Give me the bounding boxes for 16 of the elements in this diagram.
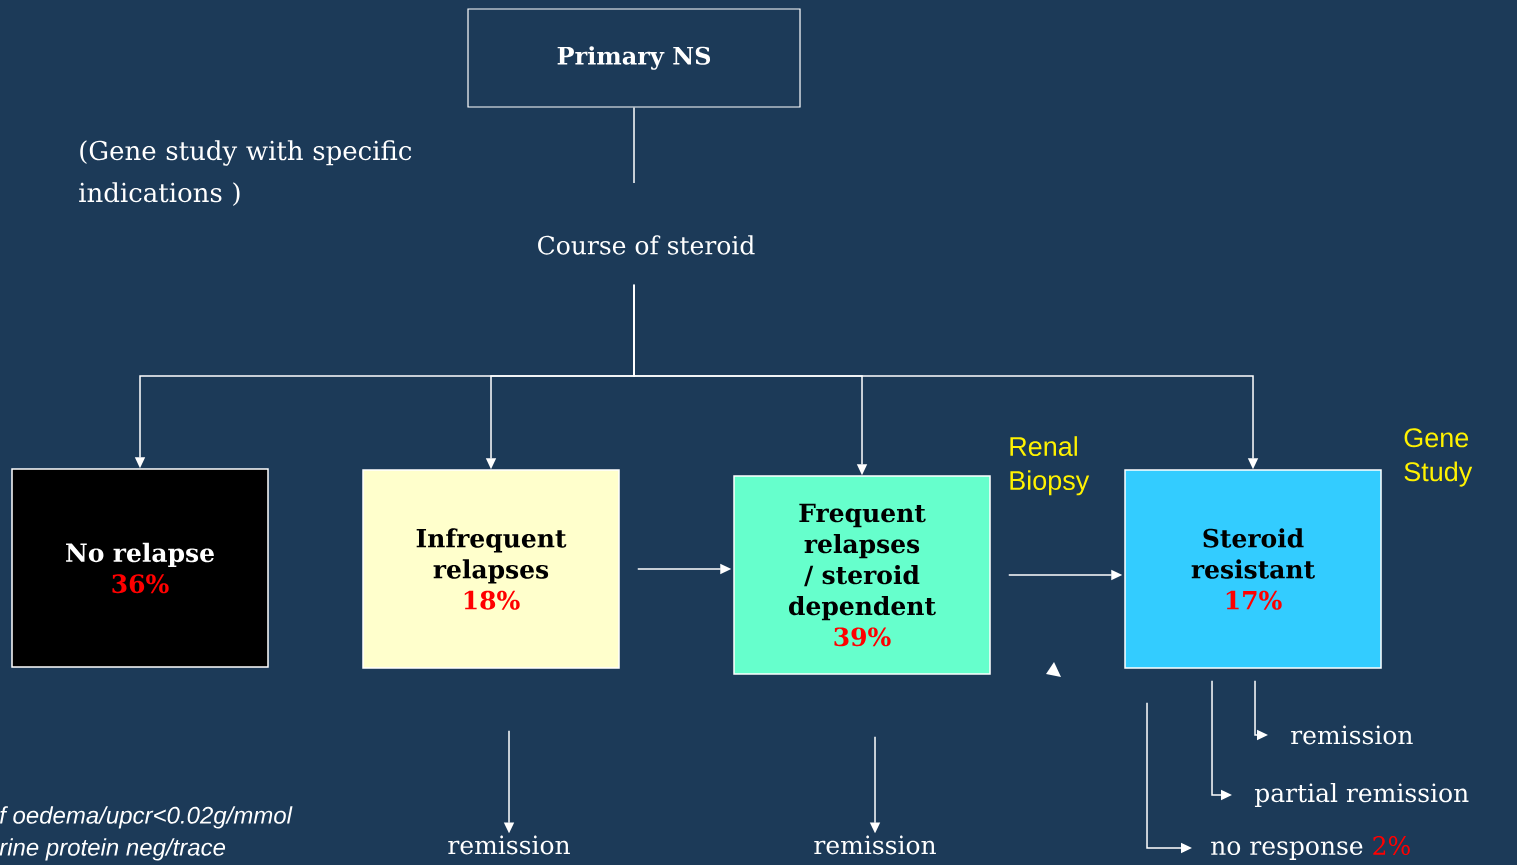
- outlined-box: Primary NS: [467, 8, 801, 108]
- note-text: Renal Biopsy: [1010, 436, 1090, 496]
- category-box: Infrequent relapses 18%: [362, 469, 620, 669]
- step-text: partial remission: [1254, 782, 1469, 808]
- note-text: (Gene study with specific indications ): [79, 140, 412, 206]
- category-box: No relapse 36%: [11, 468, 269, 668]
- step-text: Course of steroid: [538, 235, 755, 255]
- note-text: f oedema/upcr<0.02g/mmol: [0, 806, 293, 829]
- category-box: Frequent relapses / steroid dependent 39%: [733, 475, 991, 675]
- note-text: Gene Study: [1404, 428, 1473, 487]
- step-text: remission: [1291, 725, 1413, 745]
- step-text: remission: [814, 835, 936, 855]
- note-text: rine protein neg/trace: [0, 838, 226, 861]
- step-text: remission: [448, 835, 570, 855]
- category-box: Steroid resistant 17%: [1124, 469, 1382, 669]
- step-text: no response 2%: [1211, 836, 1410, 860]
